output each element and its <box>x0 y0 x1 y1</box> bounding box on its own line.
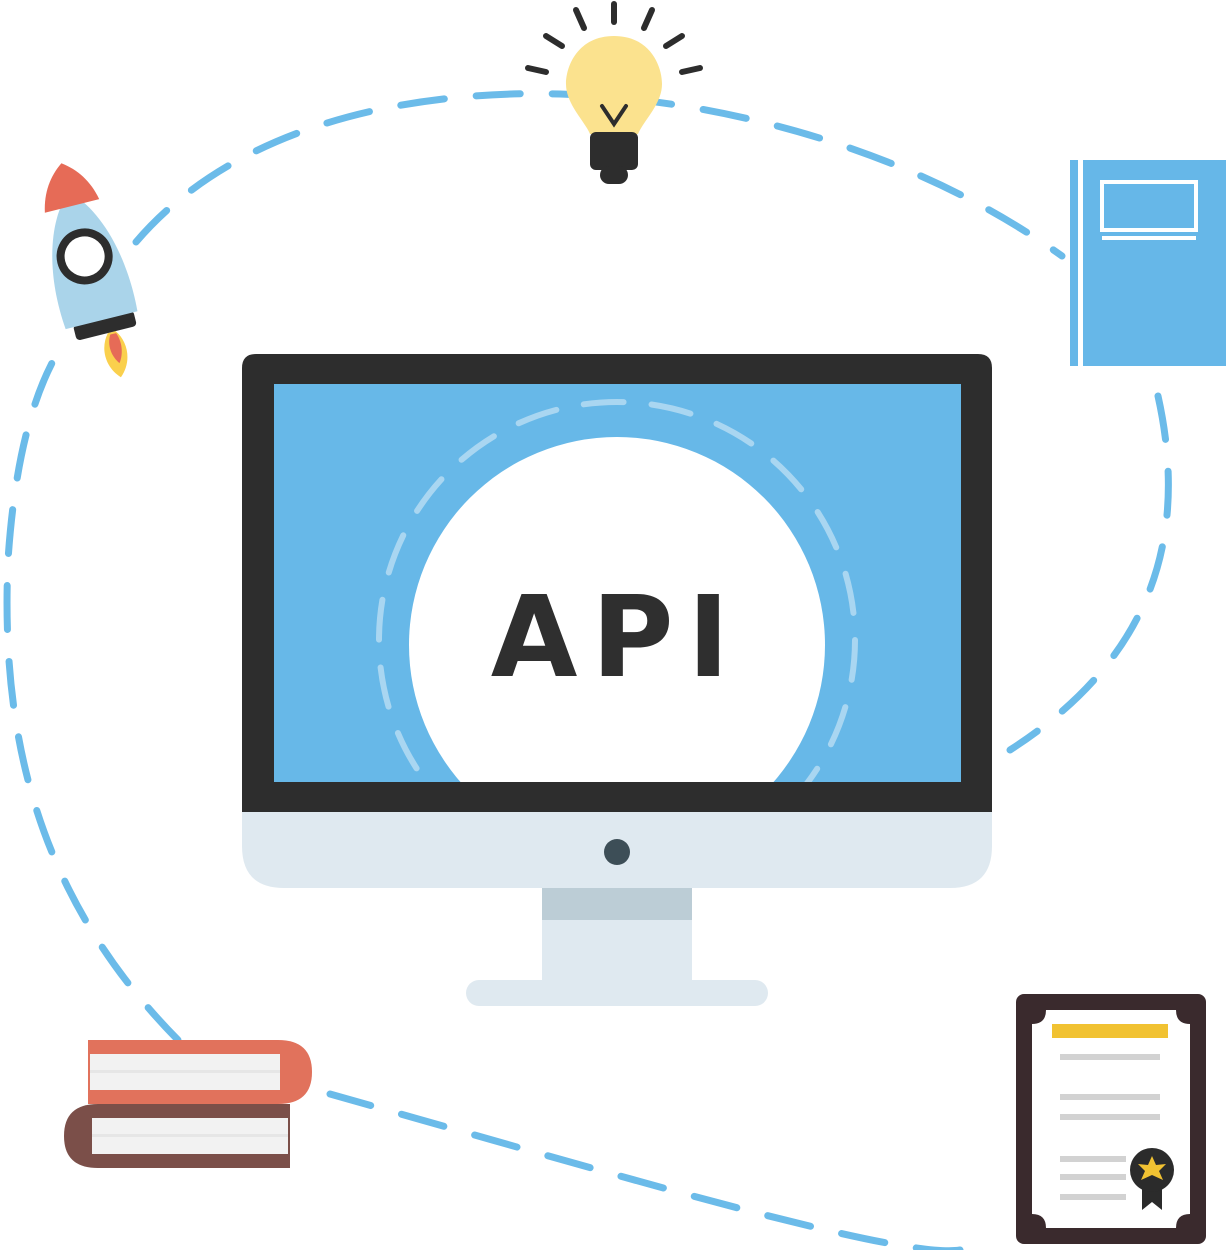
book-icon <box>1070 160 1226 366</box>
dashed-orbit-path <box>3 90 1172 1250</box>
monitor-camera-dot <box>604 839 630 865</box>
rocket-flame-inner <box>109 333 122 364</box>
rocket-window <box>56 228 113 285</box>
lightbulb-filament <box>600 104 628 128</box>
desktop-monitor-icon: API <box>242 354 992 1006</box>
lightbulb-base-tip <box>600 166 628 184</box>
screen-white-disc <box>409 437 825 782</box>
bottom-book-pages-line <box>92 1134 288 1137</box>
book-label <box>1100 180 1198 232</box>
rocket-exhaust <box>73 311 137 340</box>
monitor-neck-shadow <box>542 886 692 920</box>
book-label-underline <box>1102 236 1196 240</box>
certificate-seal-icon <box>1130 1148 1174 1210</box>
certificate-title-bar <box>1052 1024 1168 1038</box>
monitor-base <box>466 980 768 1006</box>
top-book-pages-line <box>90 1070 280 1073</box>
lightbulb-base <box>590 132 638 170</box>
api-label: API <box>491 573 743 703</box>
rocket-icon <box>44 163 138 378</box>
rocket-nose <box>44 163 100 213</box>
lightbulb-glass <box>566 36 662 134</box>
lightbulb-rays <box>525 1 703 75</box>
certificate-icon <box>1016 994 1206 1244</box>
book-spine-line <box>1078 160 1083 366</box>
lightbulb-icon <box>525 1 703 184</box>
screen-dashed-ring <box>376 399 858 782</box>
certificate-text-lines <box>1060 1054 1160 1200</box>
book-cover <box>1070 160 1226 366</box>
book-stack-icon <box>64 1040 312 1168</box>
